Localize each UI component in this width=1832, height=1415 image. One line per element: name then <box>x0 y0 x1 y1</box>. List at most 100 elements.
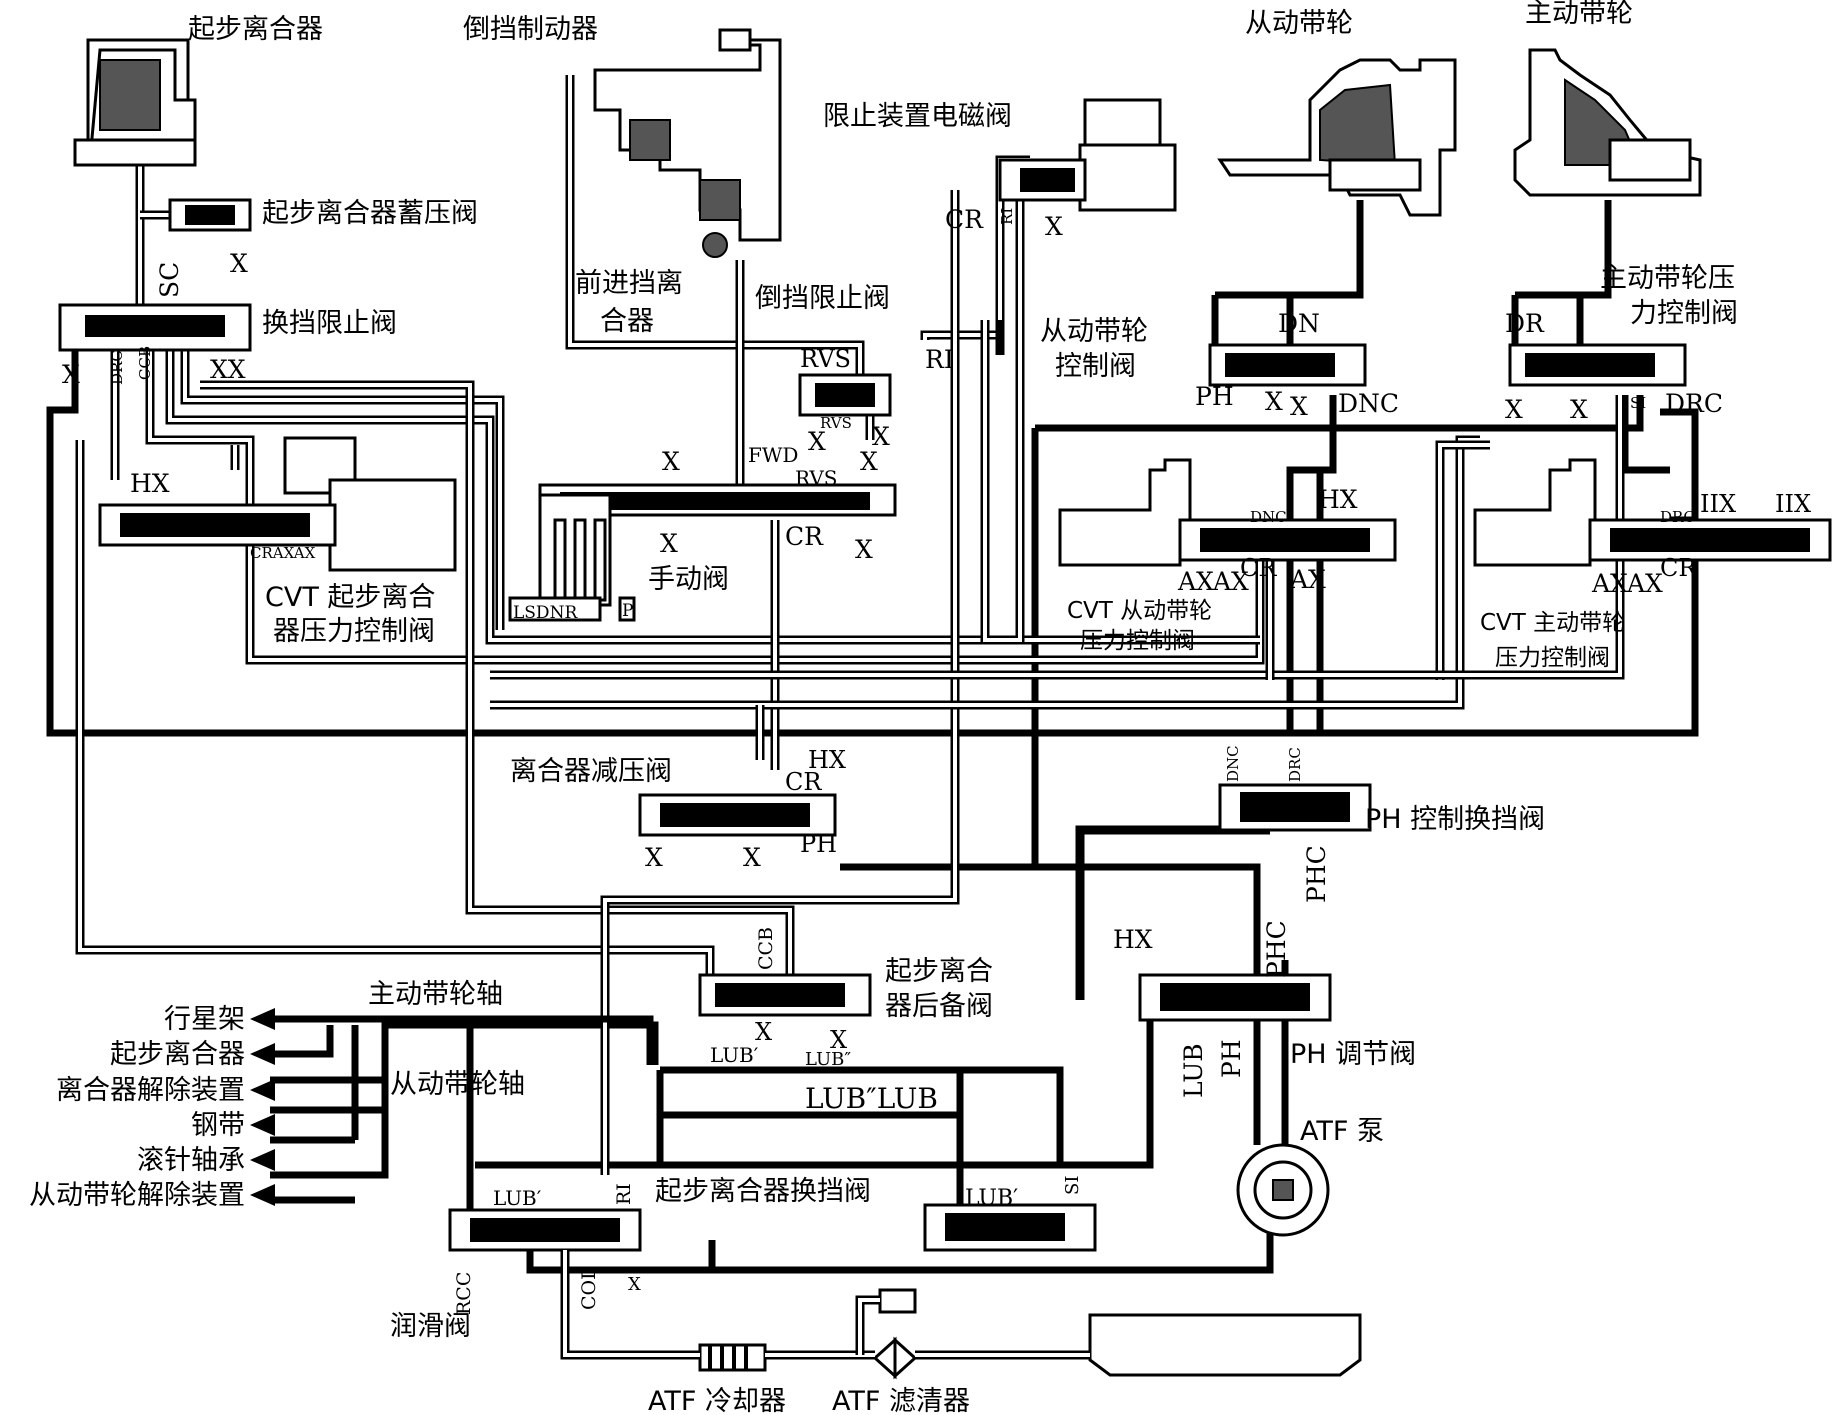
label-reverse-inhibitor: 倒挡限止阀 <box>755 283 890 314</box>
label-lube-valve: 润滑阀 <box>390 1311 471 1342</box>
start-clutch-backup-valve <box>698 973 872 1017</box>
port-cr: CR <box>785 522 824 551</box>
lube-valve <box>923 1203 1097 1252</box>
port-rcc: RCC <box>453 1272 475 1315</box>
port-ph: PH <box>800 830 837 858</box>
port-lub1: LUB′ <box>965 1186 1018 1211</box>
port-dr: DR <box>1505 309 1545 338</box>
output-driven-pulley-release: 从动带轮解除装置 <box>29 1180 245 1211</box>
port-xx: XX <box>210 355 246 384</box>
port-lub: LUB <box>1179 1043 1208 1098</box>
drive-pulley <box>1513 48 1702 197</box>
port-axax: AXAX <box>1591 569 1663 598</box>
atf-cooler <box>698 1343 767 1372</box>
main-pressure-lines <box>46 200 1699 1274</box>
port-cr-ax: CRAXAX <box>250 544 316 562</box>
cvt-start-clutch-control <box>98 436 457 572</box>
port-x: X <box>755 1018 772 1046</box>
output-clutch-release: 离合器解除装置 <box>56 1075 245 1106</box>
port-lub1: LUB′ <box>493 1186 542 1210</box>
port-ri: RI <box>925 345 954 374</box>
drive-pulley-pressure-control-valve <box>1508 343 1687 387</box>
port-x: X <box>1045 212 1063 241</box>
port-ri: RI <box>613 1183 635 1205</box>
port-x: X <box>860 447 878 476</box>
clutch-reducing-valve <box>638 793 837 837</box>
lube-output-arrows <box>250 1008 654 1206</box>
label-park: P <box>622 601 633 621</box>
port-x: X <box>1570 395 1588 424</box>
label-inhibitor-solenoid: 限止装置电磁阀 <box>823 101 1012 132</box>
label-drive-pulley-pressure-control-2: 力控制阀 <box>1630 298 1738 329</box>
label-manual-valve: 手动阀 <box>648 564 729 595</box>
reverse-brake <box>593 28 782 258</box>
port-rvs-small: RVS <box>820 414 852 432</box>
driven-pulley <box>1217 58 1457 217</box>
shift-inhibitor-valve <box>58 303 252 352</box>
port-lub1: LUB′ <box>710 1043 759 1067</box>
port-x: X <box>660 529 678 558</box>
port-si: SI <box>1062 1176 1083 1195</box>
label-start-clutch-accumulator: 起步离合器蓄压阀 <box>262 198 478 229</box>
control-lines <box>75 75 1625 1175</box>
port-rvs: RVS <box>795 466 838 490</box>
label-gear-positions: LSDNR <box>513 603 578 623</box>
port-hx: HX <box>1113 925 1153 954</box>
output-steel-belt: 钢带 <box>191 1110 245 1141</box>
port-drc-small: DRC <box>1660 508 1695 526</box>
port-x: X <box>1290 392 1308 421</box>
port-x: X <box>662 447 680 476</box>
port-hx: HX <box>1318 485 1358 514</box>
label-drive-pulley-pressure-control-1: 主动带轮压 <box>1600 263 1735 294</box>
label-reverse-brake: 倒挡制动器 <box>463 14 598 45</box>
label-start-clutch-backup-1: 起步离合 <box>885 956 993 987</box>
label-cvt-drive-pulley-control-2: 压力控制阀 <box>1495 645 1610 671</box>
port-dn: DN <box>1278 309 1320 338</box>
port-ccb: CCB <box>136 346 154 380</box>
port-x: X <box>830 1026 847 1054</box>
cvt-driven-pulley-control <box>1058 458 1397 567</box>
label-atf-filter: ATF 滤清器 <box>832 1386 970 1415</box>
label-cvt-driven-pulley-control-2: 压力控制阀 <box>1080 628 1195 654</box>
manual-valve <box>508 483 897 622</box>
label-ph-regulator: PH 调节阀 <box>1290 1039 1416 1070</box>
port-col: COL <box>578 1267 600 1310</box>
port-drc-v: DRC <box>1286 747 1304 782</box>
port-phc: PHC <box>1262 920 1291 978</box>
component-labels: 起步离合器 倒挡制动器 从动带轮 主动带轮 限止装置电磁阀 起步离合器蓄压阀 换… <box>188 0 1738 1415</box>
label-cvt-driven-pulley-control-1: CVT 从动带轮 <box>1067 598 1212 624</box>
label-atf-cooler: ATF 冷却器 <box>648 1386 786 1415</box>
port-x: X <box>872 422 890 451</box>
label-forward-clutch-1: 前进挡离 <box>575 268 683 299</box>
port-fwd: FWD <box>748 443 798 467</box>
port-dnc-small: DNC <box>1250 508 1287 526</box>
label-forward-clutch-2: 合器 <box>600 306 654 337</box>
label-clutch-reducing: 离合器减压阀 <box>510 756 672 787</box>
port-x: X <box>743 843 761 872</box>
label-drive-shaft: 主动带轮轴 <box>368 979 503 1010</box>
port-drc: DRC <box>1665 389 1723 418</box>
label-start-clutch-shift: 起步离合器换挡阀 <box>655 1176 871 1207</box>
reverse-inhibitor-valve <box>798 373 892 417</box>
port-x: X <box>62 360 80 389</box>
port-sc: SC <box>155 262 184 298</box>
port-labels: X SC X DRC CCB XX HX CRAXAX CR RI X RVS … <box>62 205 1811 1315</box>
ph-control-shift-valve <box>1218 783 1372 832</box>
port-iix: IIX <box>1700 490 1736 518</box>
port-ph: PH <box>1195 382 1234 411</box>
port-lub2lub: LUB″LUB <box>805 1082 938 1115</box>
port-x: X <box>628 1274 641 1295</box>
port-cr: CR <box>1660 554 1697 582</box>
port-cr: CR <box>1240 554 1277 582</box>
port-si: SI <box>1630 394 1646 412</box>
output-needle-bearing: 滚针轴承 <box>137 1145 245 1176</box>
port-iix: IIX <box>1775 490 1811 518</box>
label-drive-pulley: 主动带轮 <box>1525 0 1633 29</box>
start-clutch <box>73 38 197 167</box>
output-start-clutch: 起步离合器 <box>110 1039 245 1070</box>
port-hx: HX <box>808 746 846 774</box>
port-cr: CR <box>945 205 984 234</box>
port-ph: PH <box>1217 1039 1246 1078</box>
label-driven-pulley-control-1: 从动带轮 <box>1040 316 1148 347</box>
